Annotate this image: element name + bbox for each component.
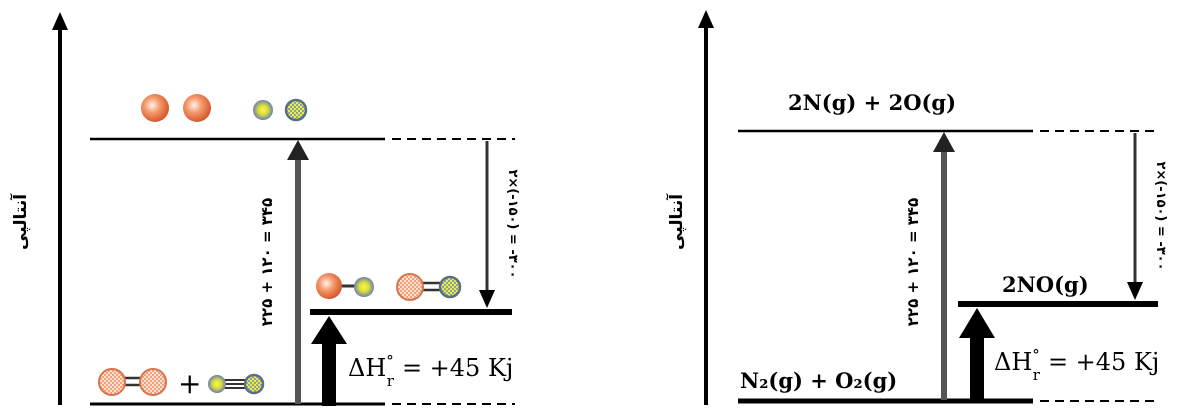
oxygen-atom <box>98 368 126 396</box>
oxygen-atom <box>396 273 424 301</box>
left-y-axis-label: آنتالپی <box>9 193 31 250</box>
left-o2-molecule <box>98 368 167 396</box>
left-up-arrow <box>287 140 309 404</box>
nitrogen-atom <box>284 98 308 122</box>
oxygen-atom <box>316 273 342 299</box>
right-delta-h-sub: r <box>1033 366 1041 384</box>
nitrogen-atom <box>253 100 273 120</box>
right-up-arrow <box>933 132 955 400</box>
left-delta-h-label: ΔH° r = +45 Kj <box>348 352 513 390</box>
left-delta-h-sub: r <box>387 372 395 390</box>
right-y-axis-label: آنتالپی <box>665 193 687 250</box>
left-plus-sign: + <box>178 367 201 400</box>
left-down-arrow <box>479 141 495 308</box>
right-delta-h-symbol: ΔH <box>994 348 1032 376</box>
oxygen-atom <box>183 94 211 122</box>
left-delta-h-symbol: ΔH <box>348 354 386 382</box>
right-down-arrow <box>1127 133 1143 300</box>
right-delta-h-label: ΔH° r = +45 Kj <box>994 346 1159 384</box>
nitrogen-atom <box>438 275 462 299</box>
right-panel: آنتالپی 2N(g) + 2O(g) 2NO(g) N₂(g) + O₂(… <box>665 10 1168 405</box>
left-down-arrow-label: ۲×(-۱۵۰) = -۳۰۰ <box>505 169 520 278</box>
left-no-molecule <box>316 273 374 299</box>
left-y-axis-arrowhead <box>52 12 68 30</box>
left-delta-h-sup: ° <box>386 352 394 370</box>
right-y-axis-arrowhead <box>698 10 714 28</box>
left-n2-molecule <box>208 373 265 395</box>
left-up-arrow-label: ۲۲۵ + ۱۲۰ = ۳۴۵ <box>258 198 276 326</box>
oxygen-atom <box>139 368 167 396</box>
nitrogen-atom <box>354 277 374 297</box>
right-down-arrow-label: ۲×(-۱۵۰) = -۳۰۰ <box>1153 161 1168 270</box>
right-top-level-label: 2N(g) + 2O(g) <box>788 90 956 115</box>
right-delta-h-sup: ° <box>1032 346 1040 364</box>
right-delta-h-value: = +45 Kj <box>1048 348 1159 376</box>
right-reactant-level-label: N₂(g) + O₂(g) <box>740 368 897 393</box>
left-no-molecule <box>396 273 462 301</box>
left-delta-h-value: = +45 Kj <box>402 354 513 382</box>
nitrogen-atom <box>243 373 265 395</box>
left-delta-h-arrow <box>311 316 347 406</box>
right-y-axis <box>698 10 714 405</box>
nitrogen-atom <box>208 375 226 393</box>
oxygen-atom <box>141 94 169 122</box>
right-up-arrow-label: ۲۲۵ + ۱۲۰ = ۳۴۵ <box>904 198 922 326</box>
right-product-level-label: 2NO(g) <box>1002 272 1089 297</box>
left-panel: آنتالپی ۲۲۵ + ۱۲۰ = ۳۴۵ ۲×(-۱۵۰) = -۳۰۰ … <box>9 12 520 406</box>
left-y-axis <box>52 12 68 405</box>
right-delta-h-arrow <box>959 308 995 400</box>
left-free-atoms <box>141 94 308 122</box>
